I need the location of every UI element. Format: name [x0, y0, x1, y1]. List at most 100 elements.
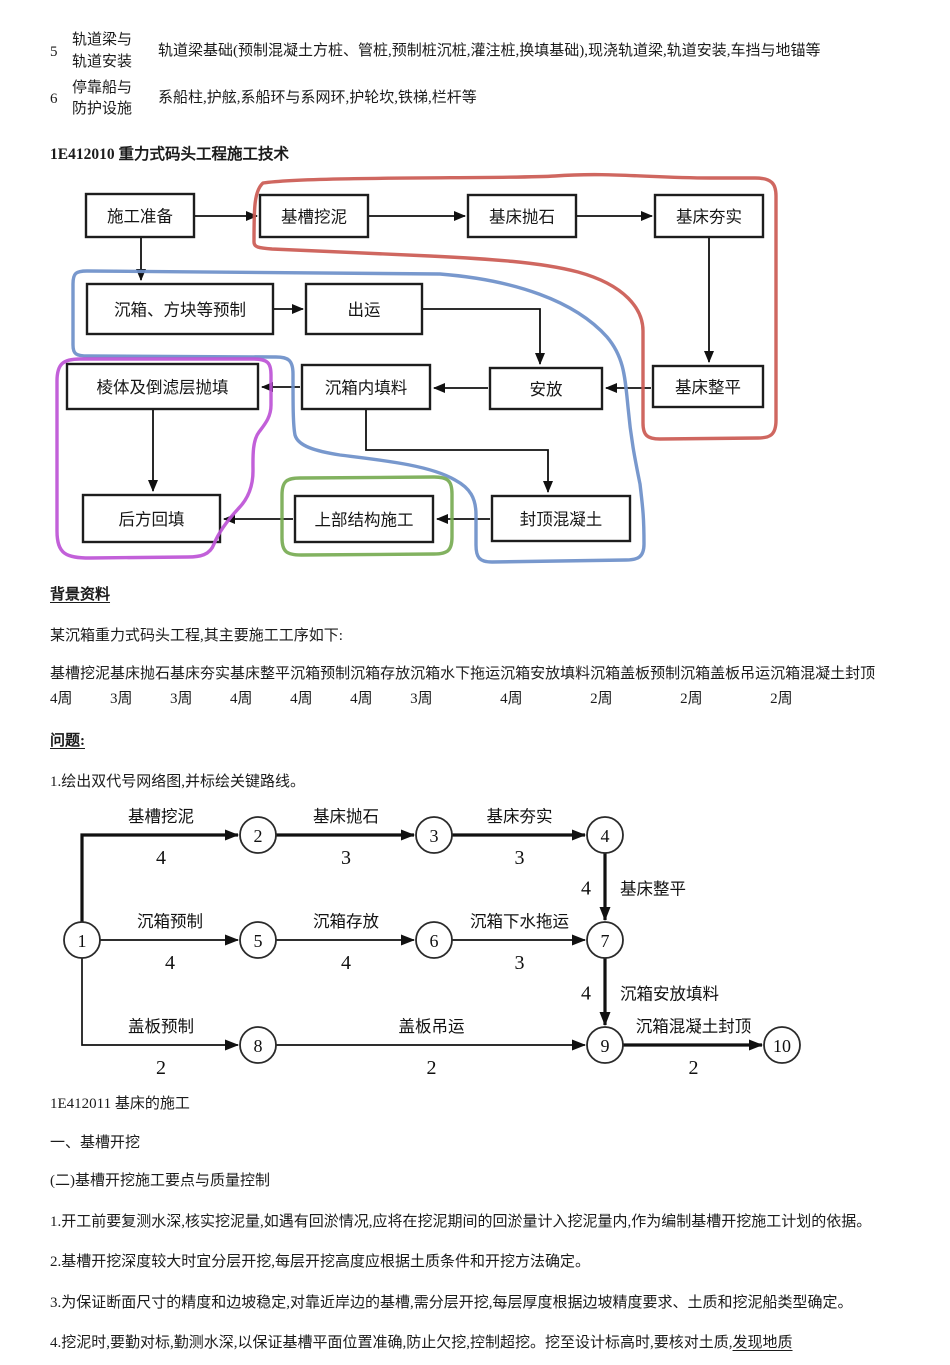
activity-name: 基槽挖泥: [50, 666, 111, 683]
network-edge-1-8: [81, 958, 239, 1051]
section-title: 1E412010 重力式码头工程施工技术: [50, 146, 289, 163]
row-content: 轨道梁基础(预制混凝土方桩、管桩,预制桩沉桩,灌注桩,换填基础),现浇轨道梁,轨…: [158, 42, 821, 59]
activity-duration: 2周: [770, 690, 793, 707]
svg-text:沉箱、方块等预制: 沉箱、方块等预制: [114, 301, 246, 320]
edge-duration: 2: [427, 1057, 437, 1079]
edge-duration: 3: [515, 847, 525, 869]
flow-box-capping: 封顶混凝土: [490, 495, 632, 543]
svg-text:基床抛石: 基床抛石: [489, 208, 555, 227]
svg-text:10: 10: [773, 1036, 791, 1056]
activity-item: 沉箱盖板吊运 2周: [680, 663, 770, 710]
flow-box-precast: 沉箱、方块等预制: [85, 283, 275, 336]
svg-text:9: 9: [601, 1036, 610, 1056]
table-row: 5 轨道梁与 轨道安装 轨道梁基础(预制混凝土方桩、管桩,预制桩沉桩,灌注桩,换…: [50, 30, 905, 74]
paragraph-2: 2.基槽开挖深度较大时宜分层开挖,每层开挖高度应根据土质条件和开挖方法确定。: [50, 1254, 591, 1271]
activity-duration: 4周: [50, 690, 73, 707]
activity-name: 沉箱混凝土封顶: [770, 666, 876, 683]
flow-box-tamp: 基床夯实: [653, 194, 765, 239]
svg-text:基床整平: 基床整平: [675, 378, 741, 397]
flow-arrow-11: [365, 410, 553, 494]
network-node-10: 10: [763, 1026, 801, 1065]
activity-item: 沉箱安放填料 4周: [500, 663, 590, 710]
edge-duration: 4: [156, 847, 166, 869]
flow-box-leveling: 基床整平: [651, 365, 765, 409]
edge-duration: 4: [341, 952, 351, 974]
edge-duration: 2: [689, 1057, 699, 1079]
svg-text:施工准备: 施工准备: [107, 207, 174, 226]
flow-box-shipout: 出运: [304, 283, 424, 336]
network-node-9: 9: [586, 1026, 624, 1065]
background-heading: 背景资料: [50, 587, 111, 604]
row-label-line: 防护设施: [72, 101, 133, 118]
svg-text:基床夯实: 基床夯实: [676, 208, 742, 227]
row-number: 5: [50, 43, 58, 60]
network-node-3: 3: [415, 816, 453, 855]
activity-name: 沉箱盖板预制: [590, 666, 681, 683]
activity-item: 沉箱混凝土封顶 2周: [770, 663, 875, 710]
network-edge-1-2: [80, 829, 239, 923]
blue-loop: [71, 269, 646, 564]
network-node-1: 1: [63, 921, 101, 960]
svg-text:上部结构施工: 上部结构施工: [315, 511, 414, 530]
paragraph-4: 4.挖泥时,要勤对标,勤测水深,以保证基槽平面位置准确,防止欠挖,控制超挖。挖至…: [50, 1332, 905, 1355]
flow-box-riprap: 基床抛石: [466, 194, 578, 239]
activity-name: 沉箱水下拖运: [410, 666, 501, 683]
activity-duration: 2周: [590, 690, 613, 707]
red-loop: [252, 173, 778, 441]
svg-text:2: 2: [254, 826, 263, 846]
edge-label: 基槽挖泥: [128, 807, 194, 826]
flow-box-backfill: 后方回填: [81, 494, 222, 544]
paragraph-1: 1.开工前要复测水深,核实挖泥量,如遇有回淤情况,应将在挖泥期间的回淤量计入挖泥…: [50, 1213, 872, 1230]
activity-duration: 4周: [500, 690, 523, 707]
question-heading: 问题:: [50, 733, 85, 750]
activity-duration: 4周: [350, 690, 373, 707]
network-node-4: 4: [586, 816, 624, 855]
question-item: 1.绘出双代号网络图,并标绘关键路线。: [50, 773, 306, 790]
svg-text:1: 1: [78, 931, 87, 951]
edge-label: 沉箱存放: [313, 912, 380, 931]
paragraph-3: 3.为保证断面尺寸的精度和边坡稳定,对靠近岸边的基槽,需分层开挖,每层厚度根据边…: [50, 1294, 853, 1311]
activity-name: 沉箱安放填料: [500, 666, 591, 683]
background-intro: 某沉箱重力式码头工程,其主要施工工序如下:: [50, 627, 343, 644]
row-label: 停靠船与 防护设施: [72, 78, 158, 122]
activity-duration: 3周: [410, 690, 433, 707]
edge-label: 沉箱预制: [137, 912, 203, 931]
flow-box-prep: 施工准备: [84, 193, 196, 239]
flow-box-install: 安放: [488, 367, 604, 411]
svg-text:3: 3: [430, 826, 439, 846]
network-node-2: 2: [239, 816, 277, 855]
svg-text:封顶混凝土: 封顶混凝土: [520, 510, 603, 529]
network-node-6: 6: [415, 921, 453, 960]
edge-duration: 3: [515, 952, 525, 974]
activity-duration: 3周: [110, 690, 133, 707]
edge-duration: 4: [165, 952, 175, 974]
row-label: 轨道梁与 轨道安装: [72, 30, 158, 74]
edge-label: 沉箱下水拖运: [470, 912, 569, 931]
edge-duration: 4: [581, 878, 591, 900]
flowchart-container: 施工准备基槽挖泥基床抛石基床夯实沉箱、方块等预制出运棱体及倒滤层抛填沉箱内填料安…: [50, 172, 905, 570]
network-node-7: 7: [586, 921, 624, 960]
svg-text:出运: 出运: [348, 301, 381, 320]
activity-duration: 2周: [680, 690, 703, 707]
edge-duration: 3: [341, 847, 351, 869]
purple-loop: [55, 357, 273, 560]
paragraph-4-text: 4.挖泥时,要勤对标,勤测水深,以保证基槽平面位置准确,防止欠挖,控制超挖。挖至…: [50, 1335, 733, 1352]
svg-text:4: 4: [601, 826, 610, 846]
svg-text:安放: 安放: [530, 380, 564, 399]
subsection-title: 1E412011 基床的施工: [50, 1096, 190, 1113]
activity-name: 沉箱预制: [290, 666, 351, 683]
edge-label: 基床夯实: [487, 807, 553, 826]
row-label-line: 轨道梁与: [72, 32, 133, 48]
activity-name: 沉箱盖板吊运: [680, 666, 771, 683]
edge-label: 沉箱安放填料: [620, 985, 719, 1004]
svg-text:棱体及倒滤层抛填: 棱体及倒滤层抛填: [97, 378, 229, 397]
row-content: 系船柱,护舷,系船环与系网环,护轮坎,铁梯,栏杆等: [158, 90, 477, 107]
svg-text:基槽挖泥: 基槽挖泥: [281, 208, 347, 227]
activity-item: 沉箱盖板预制 2周: [590, 663, 680, 710]
